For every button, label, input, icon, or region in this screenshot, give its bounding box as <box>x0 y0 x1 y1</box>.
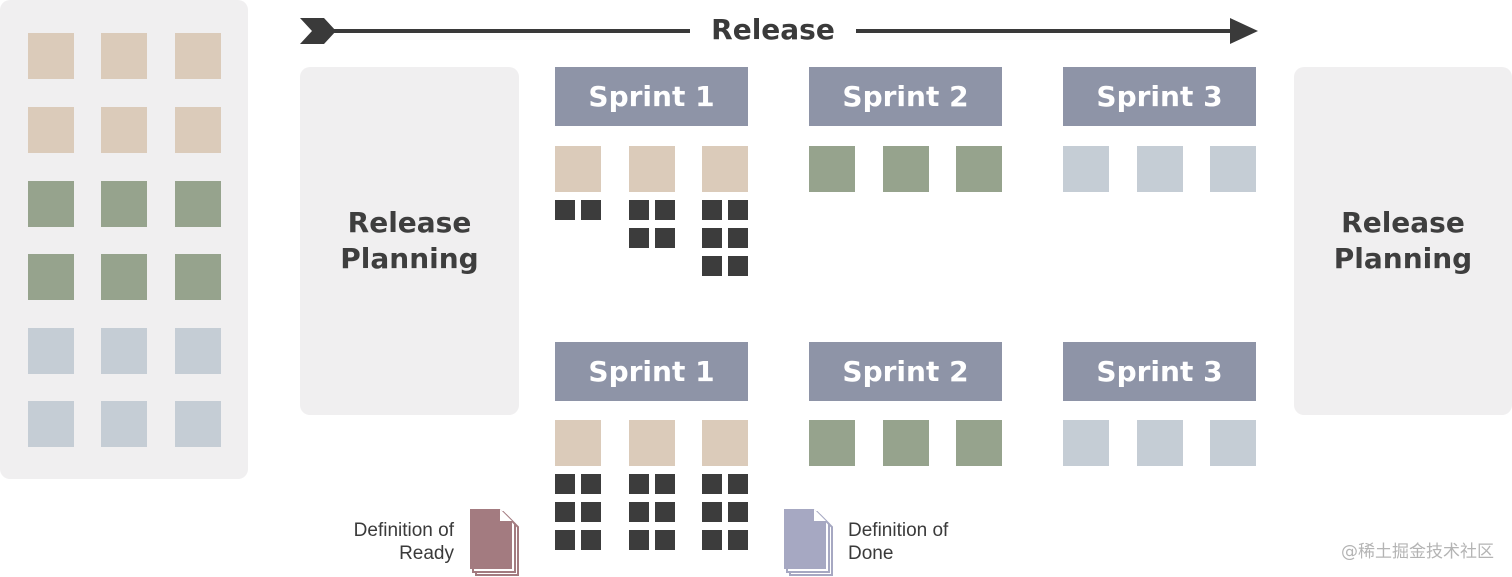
task-block <box>655 200 675 220</box>
sprint-item <box>1210 146 1256 192</box>
task-block <box>629 502 649 522</box>
release-planning-left: Release Planning <box>300 67 519 415</box>
task-block <box>581 474 601 494</box>
sprint-item <box>883 146 929 192</box>
sprint-item <box>809 420 855 466</box>
sprint-item <box>702 146 748 192</box>
release-planning-right: Release Planning <box>1294 67 1512 415</box>
backlog-item <box>28 181 74 227</box>
task-block <box>728 228 748 248</box>
sprint-item <box>555 420 601 466</box>
backlog-item <box>175 107 221 153</box>
backlog-item <box>175 33 221 79</box>
product-backlog-panel <box>0 0 248 479</box>
task-block <box>555 502 575 522</box>
task-block <box>629 200 649 220</box>
done-line1: Definition of <box>848 520 949 541</box>
sprint-item <box>883 420 929 466</box>
task-block <box>702 474 722 494</box>
sprint-header-team2-sprint3: Sprint 3 <box>1063 342 1256 401</box>
task-block <box>702 200 722 220</box>
task-block <box>555 530 575 550</box>
release-arrow <box>300 18 1258 44</box>
sprint-item <box>629 146 675 192</box>
task-block <box>702 502 722 522</box>
sprint-item <box>702 420 748 466</box>
task-block <box>581 502 601 522</box>
ready-line2: Ready <box>399 543 454 564</box>
task-block <box>629 530 649 550</box>
release-arrow-tail-icon <box>300 18 336 44</box>
backlog-item <box>101 328 147 374</box>
sprint-header-team1-sprint2: Sprint 2 <box>809 67 1002 126</box>
planning-left-line2: Planning <box>340 242 479 275</box>
sprint-item <box>956 420 1002 466</box>
planning-right-line1: Release <box>1341 206 1465 239</box>
backlog-item <box>175 328 221 374</box>
backlog-item <box>101 401 147 447</box>
backlog-item <box>28 328 74 374</box>
sprint-item <box>1063 146 1109 192</box>
backlog-item <box>101 107 147 153</box>
planning-right-line2: Planning <box>1333 242 1473 275</box>
task-block <box>728 474 748 494</box>
definition-of-ready-label: Definition of Ready <box>330 519 454 565</box>
definition-of-done-label: Definition of Done <box>848 519 988 565</box>
backlog-item <box>101 33 147 79</box>
document-stack-icon <box>470 509 519 576</box>
sprint-item <box>809 146 855 192</box>
backlog-item <box>175 401 221 447</box>
planning-left-line1: Release <box>347 206 472 239</box>
task-block <box>702 228 722 248</box>
task-block <box>702 530 722 550</box>
sprint-item <box>629 420 675 466</box>
backlog-item <box>28 254 74 300</box>
backlog-item <box>28 401 74 447</box>
sprint-header-team1-sprint1: Sprint 1 <box>555 67 748 126</box>
task-block <box>629 228 649 248</box>
sprint-item <box>1063 420 1109 466</box>
watermark: @稀土掘金技术社区 <box>1341 542 1494 562</box>
sprint-item <box>956 146 1002 192</box>
backlog-item <box>28 33 74 79</box>
task-block <box>581 200 601 220</box>
release-arrow-head-icon <box>1230 18 1258 44</box>
backlog-item <box>175 254 221 300</box>
task-block <box>728 502 748 522</box>
done-line2: Done <box>848 543 894 564</box>
task-block <box>555 474 575 494</box>
backlog-item <box>28 107 74 153</box>
task-block <box>728 256 748 276</box>
release-label: Release <box>711 13 835 46</box>
sprint-item <box>1137 420 1183 466</box>
task-block <box>629 474 649 494</box>
task-block <box>655 530 675 550</box>
task-block <box>655 228 675 248</box>
task-block <box>702 256 722 276</box>
sprint-item <box>555 146 601 192</box>
backlog-item <box>175 181 221 227</box>
sprint-item <box>1210 420 1256 466</box>
task-block <box>728 530 748 550</box>
task-block <box>655 502 675 522</box>
backlog-item <box>101 254 147 300</box>
sprint-header-team1-sprint3: Sprint 3 <box>1063 67 1256 126</box>
task-block <box>728 200 748 220</box>
task-block <box>555 200 575 220</box>
sprint-header-team2-sprint1: Sprint 1 <box>555 342 748 401</box>
document-stack-icon <box>784 509 833 576</box>
task-block <box>581 530 601 550</box>
backlog-item <box>101 181 147 227</box>
task-block <box>655 474 675 494</box>
sprint-header-team2-sprint2: Sprint 2 <box>809 342 1002 401</box>
sprint-item <box>1137 146 1183 192</box>
ready-line1: Definition of <box>353 520 454 541</box>
